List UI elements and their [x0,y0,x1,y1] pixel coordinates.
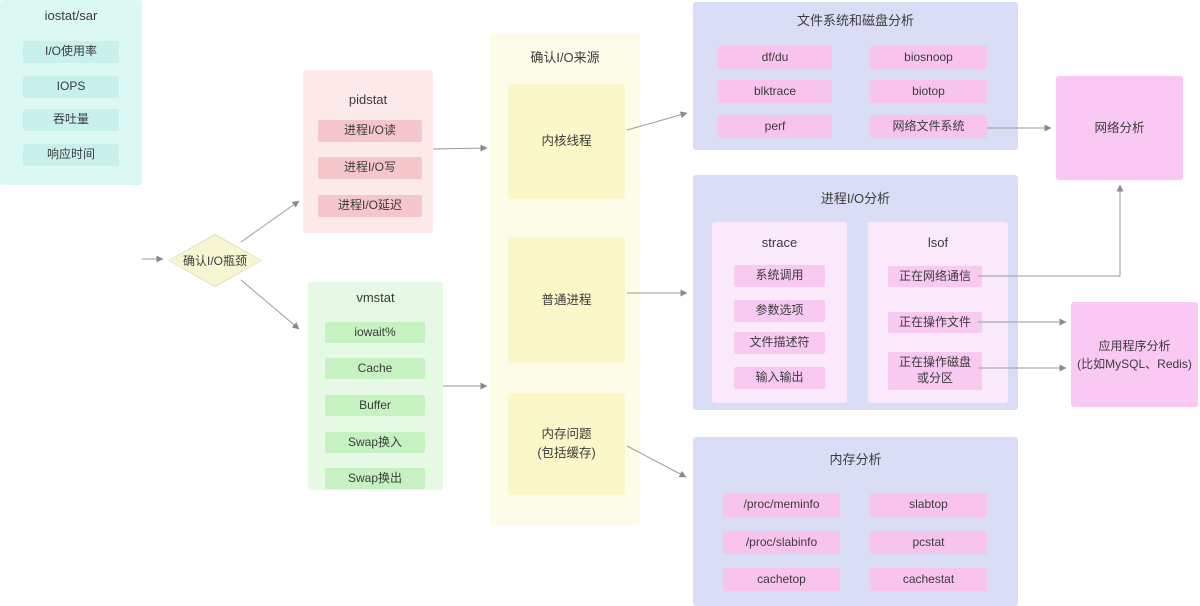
node-normal-process: 普通进程 [508,237,625,363]
lsof-network-comm: 正在网络通信 [888,266,982,287]
fs-disk-title: 文件系统和磁盘分析 [796,13,914,28]
vmstat-panel: vmstat iowait% Cache Buffer Swap换入 Swap换… [308,282,443,490]
vmstat-buffer: Buffer [325,395,425,416]
memory-title: 内存分析 [829,452,882,467]
metric-throughput: 吞吐量 [23,109,119,131]
metric-iops: IOPS [23,76,119,98]
vmstat-iowait: iowait% [325,322,425,343]
tool-pcstat: pcstat [870,531,987,554]
pidstat-title: pidstat [348,92,388,107]
network-analysis-label: 网络分析 [1094,120,1145,135]
node-kernel-thread: 内核线程 [508,84,625,199]
vmstat-swap-in: Swap换入 [325,432,425,453]
pidstat-io-write: 进程I/O写 [318,157,422,179]
app-analysis-node: 应用程序分析 (比如MySQL、Redis) [1071,302,1198,407]
strace-fd: 文件描述符 [734,332,825,354]
strace-syscall: 系统调用 [734,265,825,287]
lsof-subpanel: lsof 正在网络通信 正在操作文件 正在操作磁盘 或分区 [868,222,1008,403]
decision-io-bottleneck-label: 确认I/O瓶颈 [169,235,261,286]
pidstat-io-delay: 进程I/O延迟 [318,195,422,217]
fs-disk-panel: 文件系统和磁盘分析 df/du biosnoop blktrace biotop… [693,2,1018,150]
tool-df-du: df/du [718,46,832,69]
process-io-panel: 进程I/O分析 strace 系统调用 参数选项 文件描述符 输入输出 lsof… [693,175,1018,410]
lsof-title: lsof [927,235,949,250]
process-io-title: 进程I/O分析 [820,191,891,206]
iostat-sar-panel: iostat/sar I/O使用率 IOPS 吞吐量 响应时间 [0,0,142,185]
tool-biosnoop: biosnoop [870,46,987,69]
memory-panel: 内存分析 /proc/meminfo slabtop /proc/slabinf… [693,437,1018,606]
node-normal-process-label: 普通进程 [541,292,592,307]
app-analysis-label: 应用程序分析 (比如MySQL、Redis) [1077,338,1192,371]
io-source-title: 确认I/O来源 [530,50,600,65]
tool-network-fs: 网络文件系统 [870,115,987,138]
pidstat-io-read: 进程I/O读 [318,120,422,142]
metric-response-time: 响应时间 [23,144,119,166]
iostat-sar-title: iostat/sar [44,8,98,23]
node-memory-issue: 内存问题 (包括缓存) [508,393,625,495]
arrow-decision-to-pidstat [240,200,300,243]
metric-io-utilization: I/O使用率 [23,41,119,63]
tool-slabtop: slabtop [870,493,987,517]
tool-biotop: biotop [870,80,987,103]
strace-io: 输入输出 [734,367,825,389]
network-analysis-node: 网络分析 [1056,76,1183,180]
tool-cachetop: cachetop [723,568,840,591]
tool-cachestat: cachestat [870,568,987,591]
tool-blktrace: blktrace [718,80,832,103]
vmstat-swap-out: Swap换出 [325,468,425,489]
node-kernel-thread-label: 内核线程 [541,134,592,149]
pidstat-panel: pidstat 进程I/O读 进程I/O写 进程I/O延迟 [303,70,433,233]
strace-title: strace [761,235,798,250]
tool-proc-slabinfo: /proc/slabinfo [723,531,840,554]
vmstat-cache: Cache [325,358,425,379]
vmstat-title: vmstat [356,290,395,305]
tool-perf: perf [718,115,832,138]
arrow-decision-to-vmstat [240,279,300,330]
lsof-operating-files: 正在操作文件 [888,312,982,333]
strace-subpanel: strace 系统调用 参数选项 文件描述符 输入输出 [712,222,847,403]
node-memory-issue-label: 内存问题 (包括缓存) [537,427,596,460]
tool-proc-meminfo: /proc/meminfo [723,493,840,517]
lsof-operating-disk: 正在操作磁盘 或分区 [888,352,982,390]
strace-options: 参数选项 [734,300,825,322]
decision-io-bottleneck: 确认I/O瓶颈 [168,234,262,287]
io-source-panel: 确认I/O来源 内核线程 普通进程 内存问题 (包括缓存) [490,33,640,525]
arrow-pidstat-to-kernel-thread [432,144,488,152]
